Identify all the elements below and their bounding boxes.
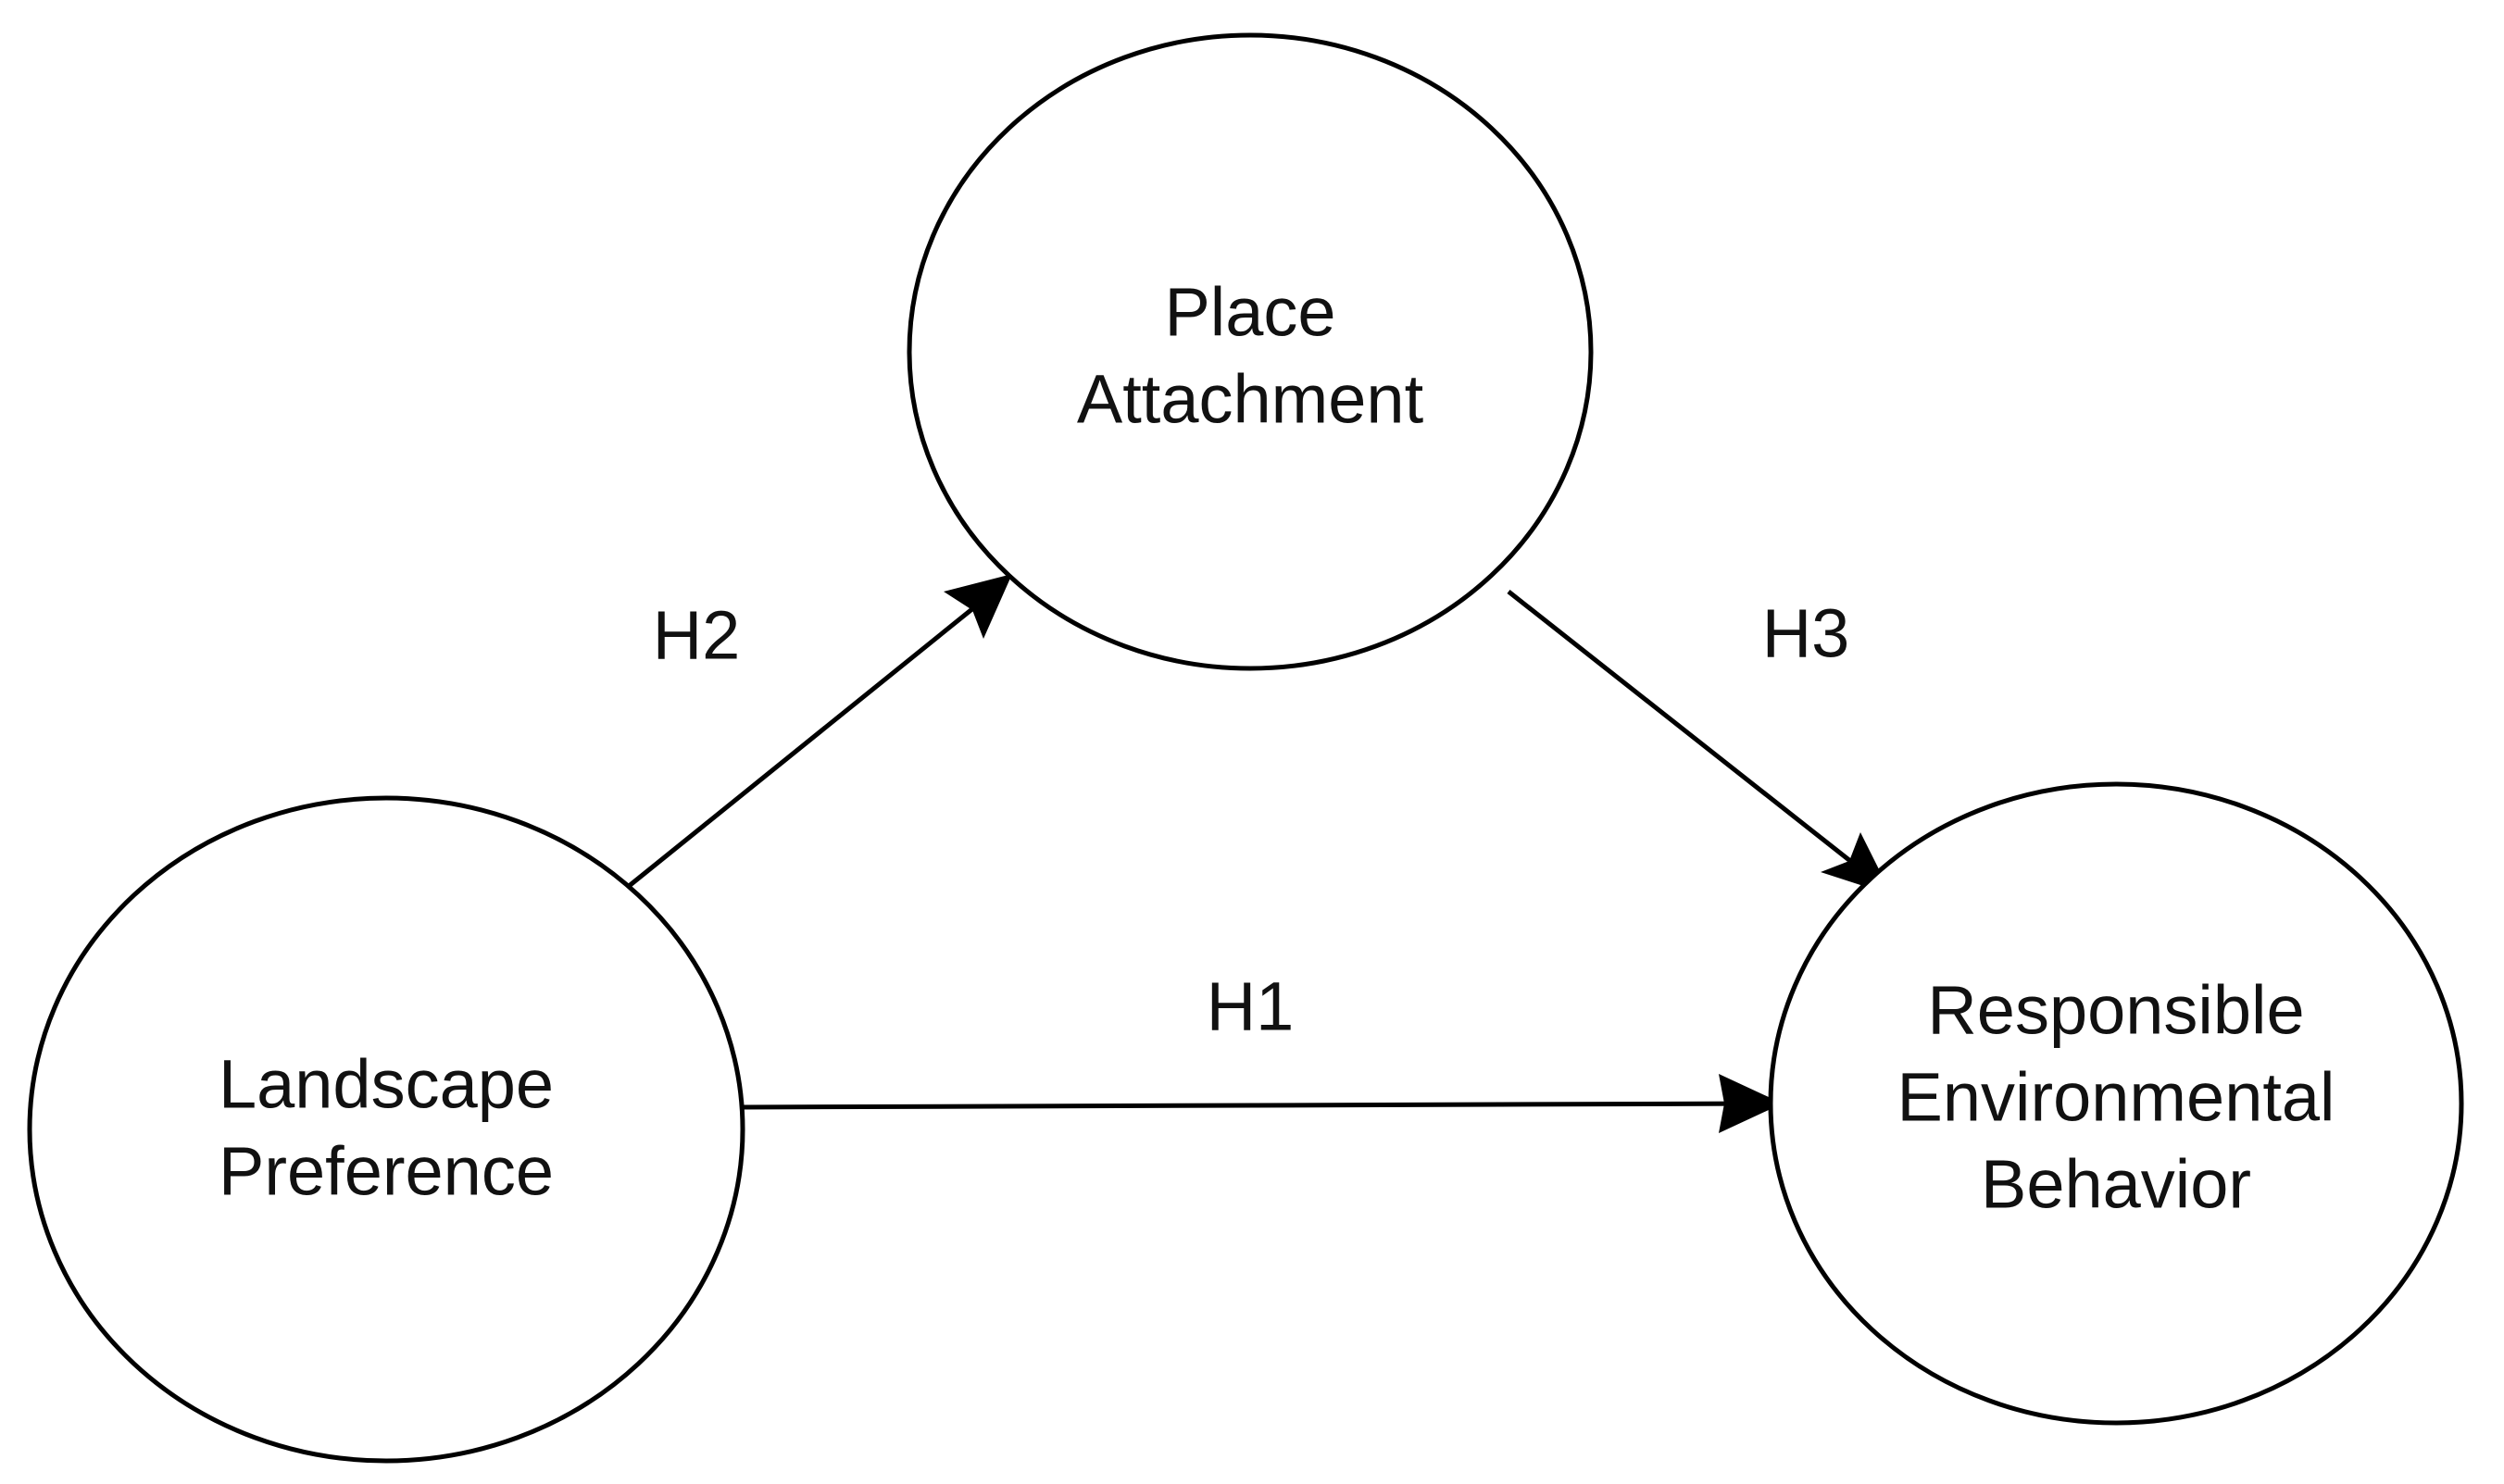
node-landscape-preference-label-line1: Landscape — [219, 1046, 554, 1123]
edge-h2-line — [621, 587, 999, 892]
edge-h1-arrowhead — [1719, 1074, 1783, 1133]
node-responsible-environmental-behavior[interactable]: Responsible Environmental Behavior — [1768, 781, 2464, 1426]
node-responsible-environmental-behavior-label-line2: Environmental — [1897, 1059, 2335, 1136]
edge-label-h2: H2 — [653, 597, 741, 674]
edge-h3-line — [1507, 590, 1878, 883]
node-landscape-preference[interactable]: Landscape Preference — [27, 795, 745, 1464]
node-landscape-preference-shape[interactable] — [27, 795, 745, 1464]
edge-label-h3: H3 — [1762, 595, 1850, 672]
node-responsible-environmental-behavior-label-line3: Behavior — [1981, 1146, 2251, 1223]
edge-h1 — [740, 1074, 1783, 1133]
edge-label-h1: H1 — [1207, 968, 1295, 1045]
node-place-attachment-label-line2: Attachment — [1077, 361, 1424, 438]
node-place-attachment-label-line1: Place — [1164, 274, 1335, 351]
node-responsible-environmental-behavior-shape[interactable] — [1768, 781, 2464, 1426]
node-place-attachment-shape[interactable] — [907, 32, 1594, 671]
edge-h1-line — [740, 1101, 1768, 1110]
edge-h2 — [621, 574, 1012, 892]
node-responsible-environmental-behavior-label-line1: Responsible — [1927, 972, 2304, 1049]
edge-h2-arrowhead — [944, 574, 1012, 639]
node-landscape-preference-label-line2: Preference — [219, 1133, 554, 1210]
node-place-attachment[interactable]: Place Attachment — [907, 32, 1594, 671]
